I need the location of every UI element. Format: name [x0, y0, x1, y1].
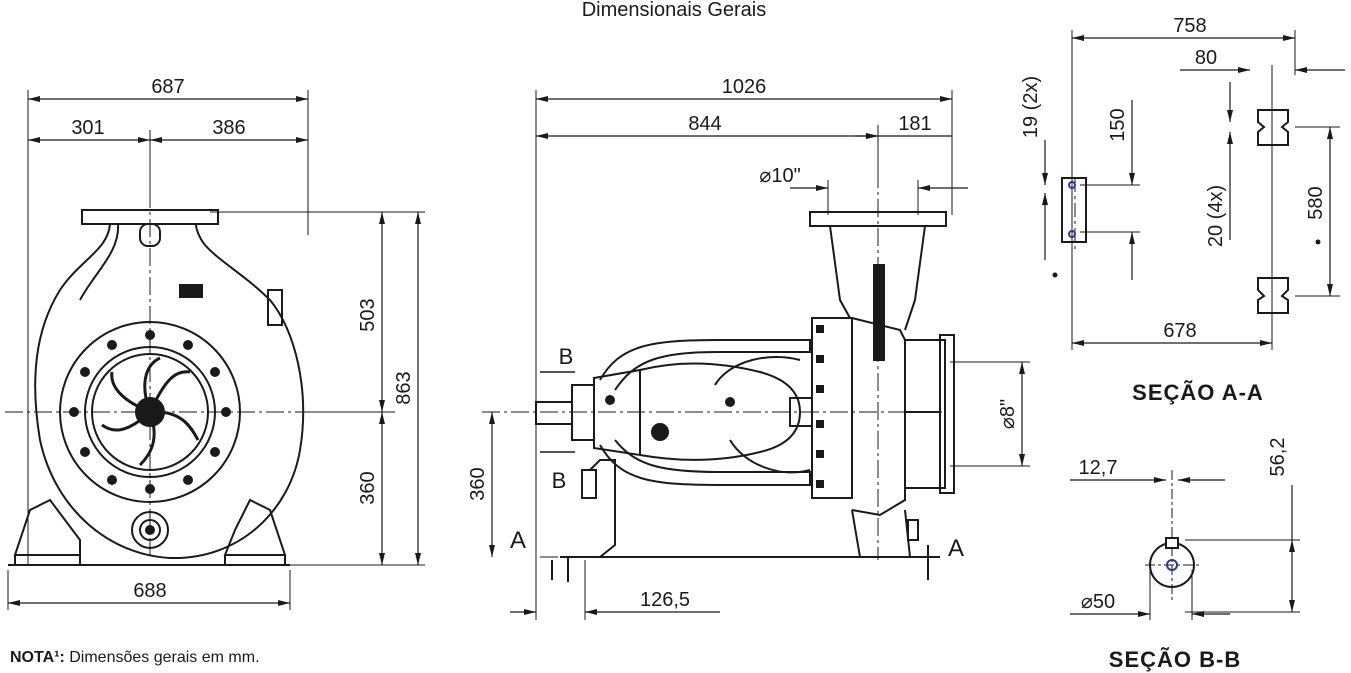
- dim-front-overall-width: 687: [151, 76, 184, 98]
- dim-sec-a-slot-offset: 80: [1195, 47, 1217, 69]
- section-mark-b-top: B: [559, 344, 574, 369]
- dim-sec-b-key-width: 12,7: [1079, 457, 1118, 479]
- section-mark-a-left: A: [510, 527, 526, 554]
- dim-sec-b-shaft-diameter: ⌀50: [1081, 591, 1115, 613]
- dim-side-discharge-offset: 181: [898, 113, 931, 135]
- dim-side-suction-diameter: ⌀8": [997, 399, 1019, 429]
- dim-side-discharge-diameter: ⌀10": [759, 165, 800, 187]
- dim-sec-a-hole-spacing-right: 580: [1305, 186, 1327, 219]
- dim-sec-a-hole-spacing-left: 150: [1107, 108, 1129, 141]
- general-note: NOTA¹: Dimensões gerais em mm.: [10, 649, 260, 667]
- dim-sec-b-key-height: 56,2: [1267, 438, 1289, 477]
- section-a-label: SEÇÃO A-A: [1132, 380, 1264, 405]
- note-text: Dimensões gerais em mm.: [64, 649, 260, 666]
- note-label: NOTA¹:: [10, 649, 65, 666]
- dim-side-overall-length: 1026: [722, 76, 767, 98]
- section-mark-a-right: A: [948, 535, 964, 562]
- drawing-title: Dimensionais Gerais: [582, 0, 767, 21]
- dim-front-total-height: 863: [393, 371, 415, 404]
- front-view: [5, 90, 425, 610]
- dim-front-base-width: 688: [133, 580, 166, 602]
- dim-front-right-offset: 386: [212, 117, 245, 139]
- section-a-view: [1042, 30, 1345, 350]
- dim-front-top-height: 503: [357, 298, 379, 331]
- dim-side-shaft-height: 360: [467, 467, 489, 500]
- section-mark-b-bottom: B: [552, 468, 567, 493]
- dim-sec-a-hole-diameter-right: 20 (4x): [1205, 185, 1227, 247]
- dim-sec-a-base-span: 678: [1163, 320, 1196, 342]
- dim-front-bottom-height: 360: [357, 471, 379, 504]
- side-view: [482, 90, 1030, 620]
- dim-sec-a-hole-diameter-left: 19 (2x): [1020, 76, 1042, 138]
- section-b-view: [1070, 470, 1300, 620]
- dim-sec-a-overall-width: 758: [1173, 15, 1206, 37]
- dim-front-left-offset: 301: [71, 117, 104, 139]
- section-b-label: SEÇÃO B-B: [1109, 647, 1241, 672]
- dim-side-length-to-discharge: 844: [688, 113, 721, 135]
- dim-side-foot-offset: 126,5: [640, 589, 690, 611]
